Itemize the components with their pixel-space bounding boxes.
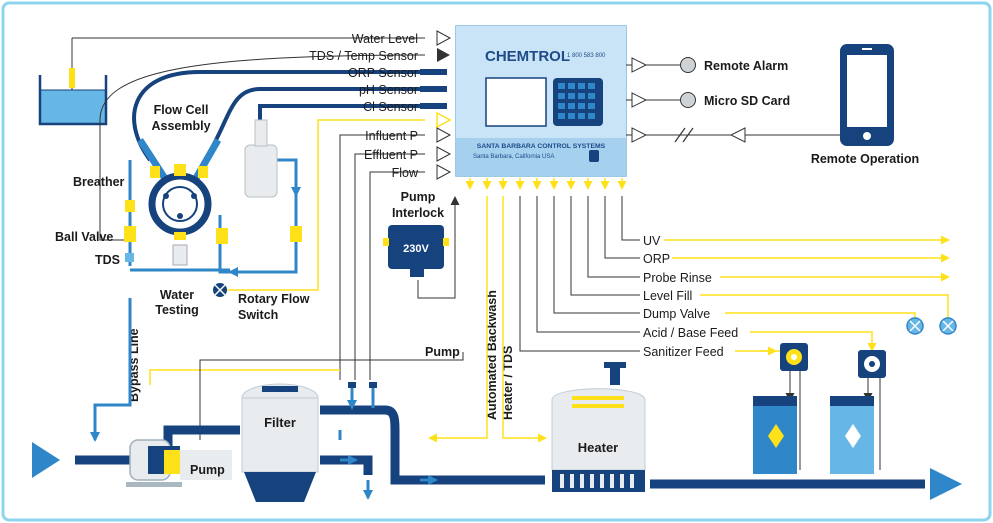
- label-rotary: Rotary Flow: [238, 292, 310, 306]
- output-extensions: [664, 235, 950, 356]
- label-tds-temp: TDS / Temp Sensor: [309, 49, 418, 63]
- label-switch: Switch: [238, 308, 278, 322]
- label-breather: Breather: [73, 175, 125, 189]
- label-flow-cell: Flow Cell: [154, 103, 209, 117]
- phone-icon: [840, 44, 894, 146]
- right-connections: [626, 57, 840, 143]
- label-effluent: Effluent P: [364, 148, 418, 162]
- label-tds: TDS: [95, 253, 120, 267]
- main-piping: [75, 298, 925, 500]
- controller-location: Santa Barbara, California USA: [473, 154, 554, 160]
- label-interlock-1: Pump: [401, 190, 436, 204]
- output-arrows: [465, 178, 627, 190]
- label-remote-operation: Remote Operation: [811, 152, 919, 166]
- label-acid-base: Acid / Base Feed: [643, 326, 738, 340]
- label-pump: Pump: [190, 463, 225, 477]
- solenoid-valves: [906, 317, 957, 335]
- label-flow: Flow: [392, 166, 419, 180]
- label-ph-sensor: pH Sensor: [359, 83, 418, 97]
- label-dump-valve: Dump Valve: [643, 307, 710, 321]
- controller-company: SANTA BARBARA CONTROL SYSTEMS: [477, 143, 606, 150]
- label-remote-alarm: Remote Alarm: [704, 59, 788, 73]
- label-testing: Testing: [155, 303, 199, 317]
- label-filter: Filter: [264, 415, 296, 430]
- label-orp-sensor: ORP Sensor: [348, 66, 418, 80]
- label-water-level: Water Level: [352, 32, 418, 46]
- outflow-arrow: [930, 468, 962, 500]
- water-tank: [38, 37, 425, 126]
- rotary-flow-switch: [213, 283, 227, 297]
- label-voltage: 230V: [403, 243, 429, 255]
- controller-unit: CHEMTROL 1 800 583 800 SANTA BARBARA CON…: [455, 25, 627, 177]
- label-level-fill: Level Fill: [643, 289, 692, 303]
- label-influent: Influent P: [365, 129, 418, 143]
- label-automated-backwash: Automated Backwash: [485, 290, 499, 420]
- controller-brand: CHEMTROL: [485, 48, 570, 65]
- label-probe-rinse: Probe Rinse: [643, 271, 712, 285]
- input-terminals: [420, 30, 452, 180]
- label-interlock-2: Interlock: [392, 206, 444, 220]
- label-assembly: Assembly: [151, 119, 210, 133]
- feeder-pump-2: [830, 350, 886, 474]
- label-water: Water: [160, 288, 194, 302]
- label-ball-valve: Ball Valve: [55, 230, 113, 244]
- label-orp-out: ORP: [643, 252, 670, 266]
- label-pump-signal: Pump: [425, 345, 460, 359]
- output-lines: [519, 196, 640, 352]
- feeder-pump-1: [753, 343, 808, 474]
- pump-unit: [126, 439, 232, 487]
- label-uv: UV: [643, 234, 661, 248]
- controller-screen: [485, 77, 547, 127]
- heater-unit: [551, 362, 646, 492]
- interlock-relay: [383, 225, 449, 277]
- filter-tank: [241, 383, 319, 502]
- label-heater: Heater: [578, 440, 618, 455]
- label-sanitizer: Sanitizer Feed: [643, 345, 724, 359]
- label-micro-sd: Micro SD Card: [704, 94, 790, 108]
- flow-cell-assembly: [124, 119, 302, 277]
- label-heater-tds: Heater / TDS: [501, 346, 515, 420]
- controller-phone: 1 800 583 800: [567, 53, 606, 59]
- label-cl-sensor: Cl Sensor: [363, 100, 418, 114]
- inflow-arrow: [32, 442, 60, 478]
